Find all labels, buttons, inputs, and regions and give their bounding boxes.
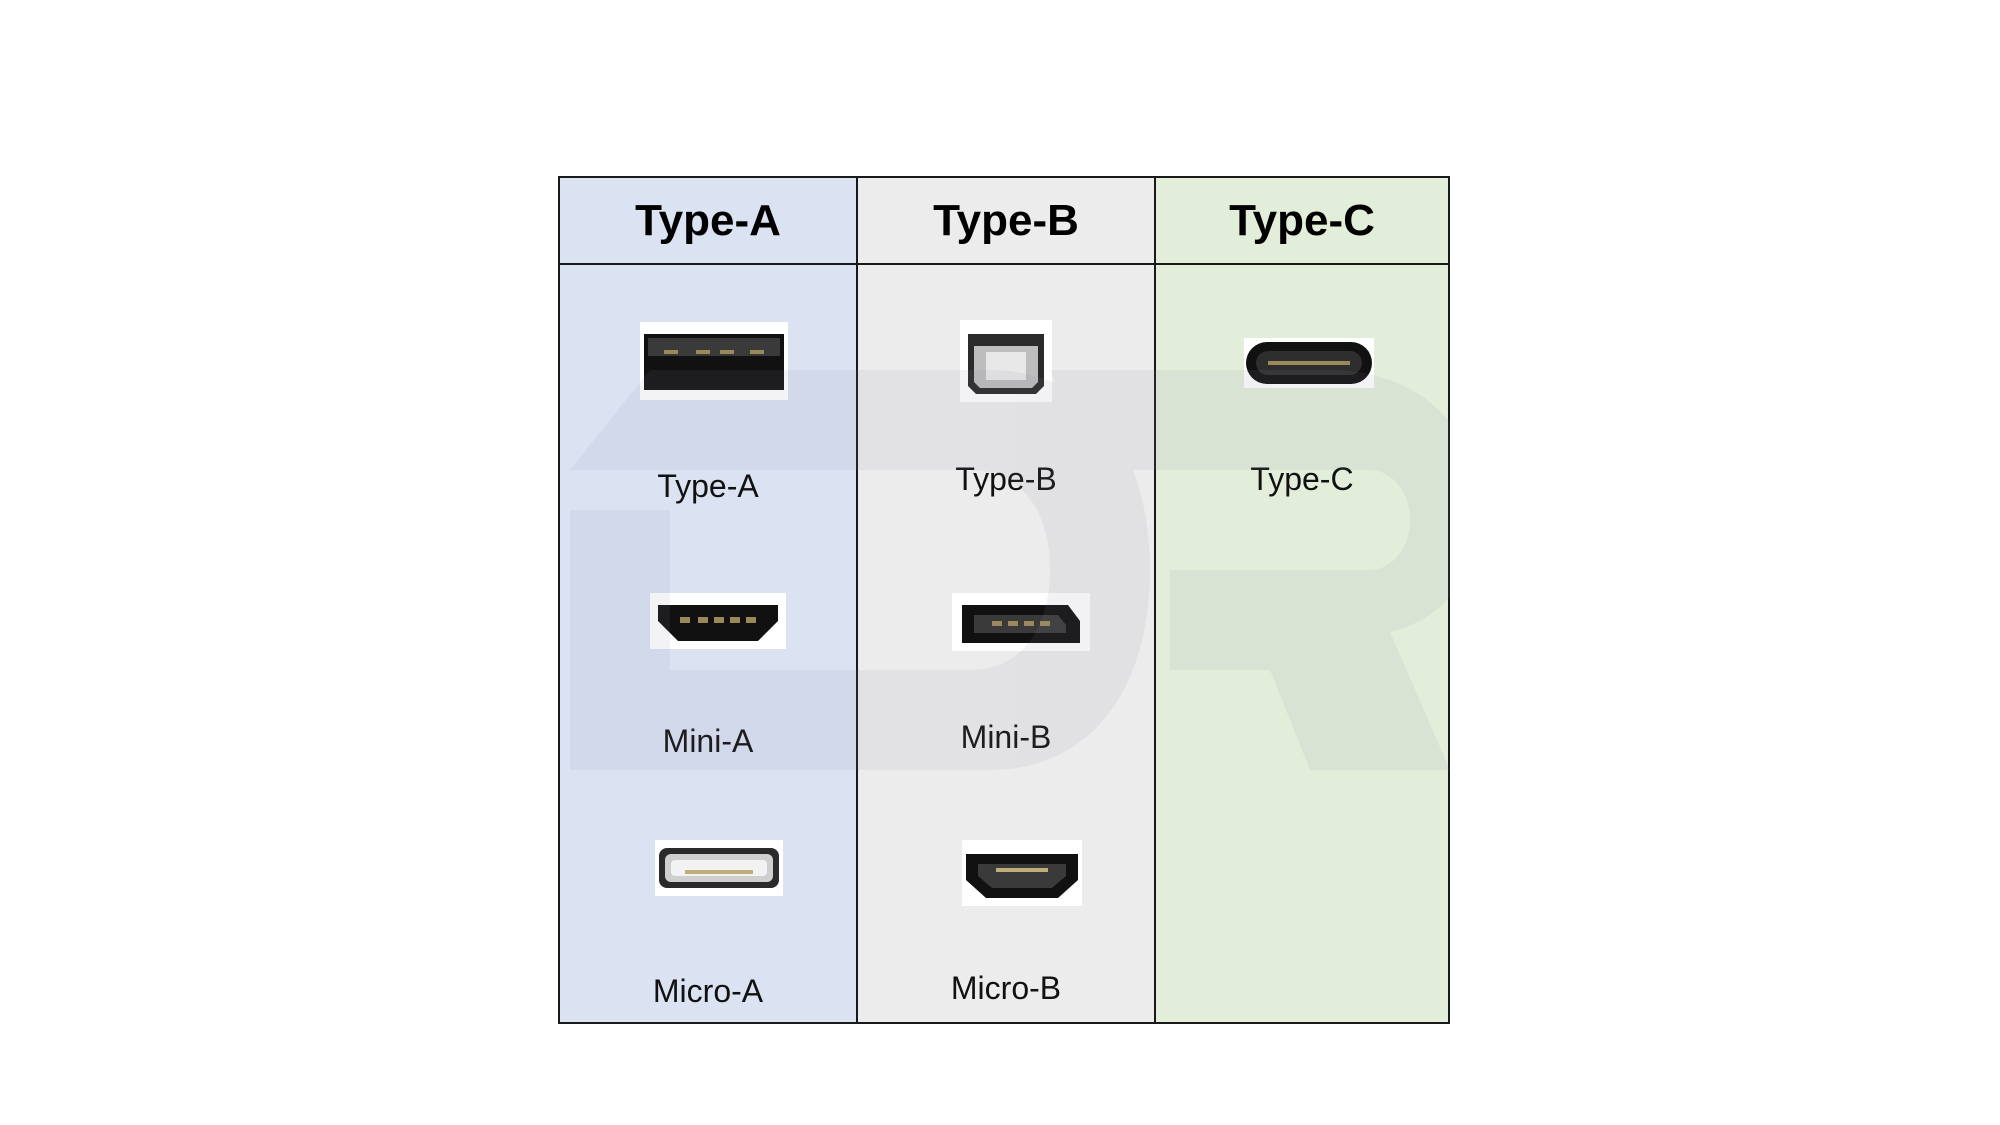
label-type-c: Type-C xyxy=(1250,461,1354,497)
micro-a-port-icon xyxy=(655,840,783,896)
column-type-a: Type-A Type-A Mini-A xyxy=(560,178,856,1022)
label-type-a: Type-A xyxy=(657,468,759,504)
header-type-c: Type-C xyxy=(1229,196,1375,245)
header-type-a: Type-A xyxy=(635,196,781,245)
label-micro-a: Micro-A xyxy=(652,973,764,1009)
header-divider xyxy=(560,263,1448,265)
micro-b-port-icon xyxy=(962,840,1082,906)
header-type-b: Type-B xyxy=(933,196,1079,245)
mini-b-port-icon xyxy=(952,593,1090,651)
label-mini-b: Mini-B xyxy=(960,719,1052,755)
type-a-port-icon xyxy=(640,322,788,400)
mini-a-port-icon xyxy=(650,593,786,649)
type-b-port-icon xyxy=(960,320,1052,402)
type-c-port-icon xyxy=(1244,338,1374,388)
label-type-b: Type-B xyxy=(955,461,1057,497)
column-type-c: Type-C Type-C xyxy=(1154,178,1448,1022)
column-type-b: Type-B Type-B Mini-B xyxy=(856,178,1154,1022)
usb-connector-table: Type-A Type-A Mini-A xyxy=(558,176,1450,1024)
label-mini-a: Mini-A xyxy=(662,723,754,759)
label-micro-b: Micro-B xyxy=(950,970,1062,1006)
